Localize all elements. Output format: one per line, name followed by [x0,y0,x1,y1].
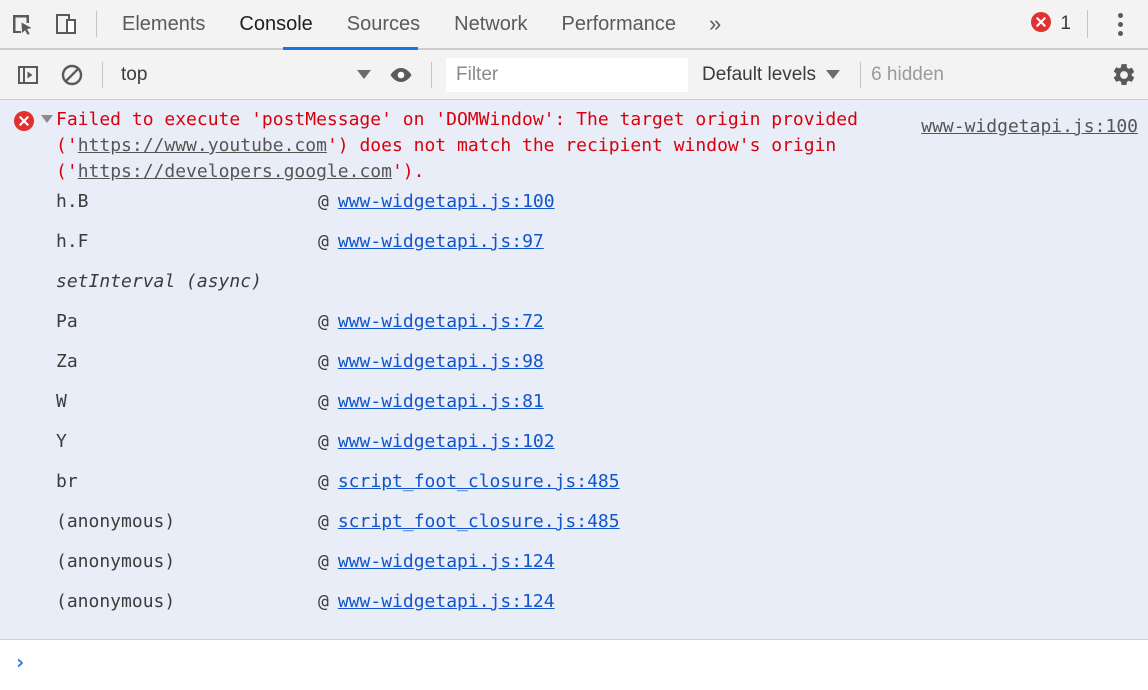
error-message-header: Failed to execute 'postMessage' on 'DOMW… [0,107,1148,185]
error-text-part3: '). [391,161,425,182]
stack-frame[interactable]: (anonymous) @ script_foot_closure.js:485 [0,511,1148,551]
toolbar-divider [860,61,862,88]
stack-frame-link[interactable]: www-widgetapi.js:124 [337,551,555,572]
console-filter-toolbar: top Default levels 6 hidden [0,50,1148,100]
console-message-list[interactable]: Failed to execute 'postMessage' on 'DOMW… [0,100,1148,688]
stack-frame-function: h.B [56,191,89,212]
tabbar-divider [1087,10,1088,38]
error-source-link[interactable]: www-widgetapi.js:100 [921,116,1138,137]
tab-label: Sources [346,12,421,35]
tab-network[interactable]: Network [437,0,544,48]
stack-frame-at: @ [318,311,329,332]
stack-frame-link[interactable]: www-widgetapi.js:97 [337,231,544,252]
tab-label: Console [239,12,313,35]
stack-frame-link[interactable]: script_foot_closure.js:485 [337,471,620,492]
stack-frame-link[interactable]: www-widgetapi.js:102 [337,431,555,452]
error-message-text: Failed to execute 'postMessage' on 'DOMW… [56,107,1148,185]
clear-console-icon[interactable] [50,53,94,97]
console-prompt[interactable]: › [0,640,1148,684]
stack-frame-function: setInterval (async) [56,271,262,292]
gear-icon[interactable] [1100,53,1148,97]
stack-frame[interactable]: W @ www-widgetapi.js:81 [0,391,1148,431]
toolbar-divider [102,61,103,88]
error-circle-icon [10,107,38,132]
stack-frame-at: @ [318,431,329,452]
stack-frame-function: Za [56,351,78,372]
stack-frame-function: (anonymous) [56,511,176,532]
stack-frame-at: @ [318,391,329,412]
origin-url-recipient[interactable]: https://developers.google.com [77,161,392,182]
execution-context-value: top [121,63,148,85]
tab-label: Elements [122,12,206,35]
stack-frame-at: @ [318,231,329,252]
stack-frame-link[interactable]: www-widgetapi.js:72 [337,311,544,332]
stack-frame[interactable]: h.B @ www-widgetapi.js:100 [0,191,1148,231]
stack-frame-link[interactable]: script_foot_closure.js:485 [337,511,620,532]
tab-performance[interactable]: Performance [545,0,694,48]
devtools-tab-bar: Elements Console Sources Network Perform… [0,0,1148,50]
log-levels-value: Default levels [702,63,817,85]
more-tabs-label: » [709,11,722,36]
log-levels-selector[interactable]: Default levels [688,58,852,92]
error-text-part2: ') does not match the recipient window's… [56,135,848,182]
error-count-badge[interactable]: 1 [1030,11,1075,38]
tab-label: Performance [561,12,677,35]
tab-elements[interactable]: Elements [105,0,222,48]
tab-label: Network [454,12,528,35]
console-sidebar-toggle-icon[interactable] [6,53,50,97]
stack-frame[interactable]: h.F @ www-widgetapi.js:97 [0,231,1148,271]
error-text-part1: Failed to execute 'postMessage' on 'DOMW… [56,109,869,156]
stack-frame-at: @ [318,191,329,212]
chevron-down-icon [826,70,841,79]
stack-frame[interactable]: br @ script_foot_closure.js:485 [0,471,1148,511]
origin-url-provided[interactable]: https://www.youtube.com [77,135,327,156]
tab-sources[interactable]: Sources [330,0,437,48]
more-tabs-button[interactable]: » [693,2,737,46]
stack-frame-link[interactable]: www-widgetapi.js:124 [337,591,555,612]
stack-frame[interactable]: (anonymous) @ www-widgetapi.js:124 [0,551,1148,591]
stack-frame[interactable]: Y @ www-widgetapi.js:102 [0,431,1148,471]
stack-frame-at: @ [318,511,329,532]
stack-frame-link[interactable]: www-widgetapi.js:98 [337,351,544,372]
execution-context-selector[interactable]: top [111,58,379,92]
kebab-menu-icon[interactable] [1100,2,1140,46]
stack-frame-link[interactable]: www-widgetapi.js:100 [337,191,555,212]
device-toolbar-icon[interactable] [44,2,88,46]
stack-frame-function: br [56,471,78,492]
stack-frame[interactable]: Za @ www-widgetapi.js:98 [0,351,1148,391]
stack-frame-async-boundary: setInterval (async) [0,271,1148,311]
chevron-down-icon [357,70,371,79]
error-count-label: 1 [1060,13,1071,34]
stack-frame-link[interactable]: www-widgetapi.js:81 [337,391,544,412]
stack-frame-function: W [56,391,67,412]
stack-trace: h.B @ www-widgetapi.js:100 h.F @ www-wid… [0,185,1148,631]
live-expression-eye-icon[interactable] [379,53,423,97]
stack-frame-function: (anonymous) [56,551,176,572]
stack-frame-function: Pa [56,311,78,332]
stack-frame[interactable]: (anonymous) @ www-widgetapi.js:124 [0,591,1148,631]
stack-frame-function: h.F [56,231,89,252]
disclosure-triangle-icon[interactable] [38,107,56,123]
filter-input[interactable] [446,57,688,92]
stack-frame-at: @ [318,551,329,572]
inspect-cursor-icon[interactable] [0,2,44,46]
active-tab-indicator [283,47,418,50]
console-error-message[interactable]: Failed to execute 'postMessage' on 'DOMW… [0,100,1148,640]
toolbar-divider [431,61,432,88]
toolbar-divider [96,11,97,37]
stack-frame-function: Y [56,431,67,452]
stack-frame-at: @ [318,591,329,612]
prompt-chevron-icon: › [14,650,27,674]
hidden-messages-count[interactable]: 6 hidden [871,63,944,85]
stack-frame-at: @ [318,471,329,492]
error-circle-icon [1030,11,1052,38]
stack-frame[interactable]: Pa @ www-widgetapi.js:72 [0,311,1148,351]
stack-frame-at: @ [318,351,329,372]
stack-frame-function: (anonymous) [56,591,176,612]
tab-console[interactable]: Console [222,0,329,48]
